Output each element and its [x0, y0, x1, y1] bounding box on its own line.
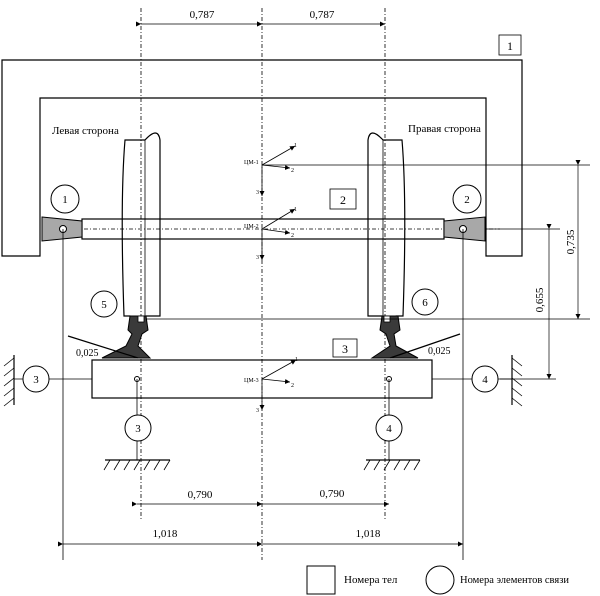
left-contact-point [137, 315, 145, 323]
link-circle-1: 1 [50, 184, 80, 214]
dim-right-inner-label: 0,655 [534, 287, 546, 312]
cm-1-axis-3: 3 [256, 190, 259, 196]
link-label-1: 1 [62, 194, 68, 206]
cm-1-axis-1: 1 [294, 143, 297, 149]
cm-3-axis-3: 3 [256, 408, 259, 414]
body-label-2: 2 [340, 193, 346, 207]
car-body-frame [1, 59, 523, 257]
wall-right-hatch [511, 357, 523, 407]
cm-2-axis-1: 1 [294, 207, 297, 213]
cm-2-axis-2: 2 [291, 233, 294, 239]
link-circle-3-ground: 3 [124, 414, 152, 442]
left-side-label: Левая сторона [52, 125, 119, 137]
cm-2-axis-3: 3 [256, 255, 259, 261]
cant-label-left: 0,025 [76, 348, 99, 359]
cant-line-right [389, 333, 461, 359]
link-label-4-wall: 4 [482, 374, 488, 386]
cant-line-left [67, 335, 139, 359]
legend-body-text: Номера тел [344, 574, 398, 586]
link-label-2: 2 [464, 194, 470, 206]
legend-body-symbol [306, 565, 336, 595]
legend-link-text: Номера элементов связи [460, 575, 569, 586]
link-circle-5: 5 [90, 290, 118, 318]
dim-right-outer-label: 0,735 [565, 229, 577, 254]
link-label-5: 5 [101, 299, 107, 311]
dim-mid-left-label: 0,790 [188, 489, 213, 501]
cm-1-axis-2: 2 [291, 168, 294, 174]
ground-right-hatch [363, 459, 421, 471]
cm-1-axes: ЦМ-1 1 2 3 [244, 143, 297, 196]
cm-2-label: ЦМ-2 [244, 224, 259, 230]
dim-top-right-label: 0,787 [310, 9, 335, 21]
body-label: 1 [507, 39, 513, 53]
body-label-box-3 [332, 338, 358, 358]
right-side-label: Правая сторона [408, 123, 481, 135]
left-rail [101, 315, 152, 359]
link-circle-4-wall: 4 [471, 365, 499, 393]
link-circle-3-wall: 3 [22, 365, 50, 393]
right-wheel [367, 132, 406, 321]
legend-link-symbol [425, 565, 455, 595]
link-label-3-wall: 3 [33, 374, 39, 386]
dim-bottom-right-label: 1,018 [356, 528, 381, 540]
dim-top-left-label: 0,787 [190, 9, 215, 21]
link-label-3-ground: 3 [135, 423, 141, 435]
cm-3-label: ЦМ-3 [244, 378, 259, 384]
cm-3-axis-1: 1 [295, 357, 298, 363]
dim-mid-right-label: 0,790 [320, 488, 345, 500]
link-label-4-ground: 4 [386, 423, 392, 435]
cm-2-axes: ЦМ-2 1 2 3 [244, 207, 297, 261]
link-circle-6: 6 [411, 288, 439, 316]
dim-bottom-left-label: 1,018 [153, 528, 178, 540]
wall-left-hatch [3, 357, 15, 407]
link-circle-4-ground: 4 [375, 414, 403, 442]
right-rail [370, 315, 419, 359]
cm-3-axis-2: 2 [291, 383, 294, 389]
link-label-6: 6 [422, 297, 428, 309]
body-label-3: 3 [342, 342, 348, 356]
cm-1-label: ЦМ-1 [244, 160, 259, 166]
link-circle-2: 2 [452, 184, 482, 214]
ground-left-hatch [103, 459, 171, 471]
body-label-box-2 [329, 188, 357, 210]
cm-3-axes: ЦМ-3 1 2 3 [244, 357, 298, 414]
cant-label-right: 0,025 [428, 346, 451, 357]
body-label-box [498, 34, 522, 56]
